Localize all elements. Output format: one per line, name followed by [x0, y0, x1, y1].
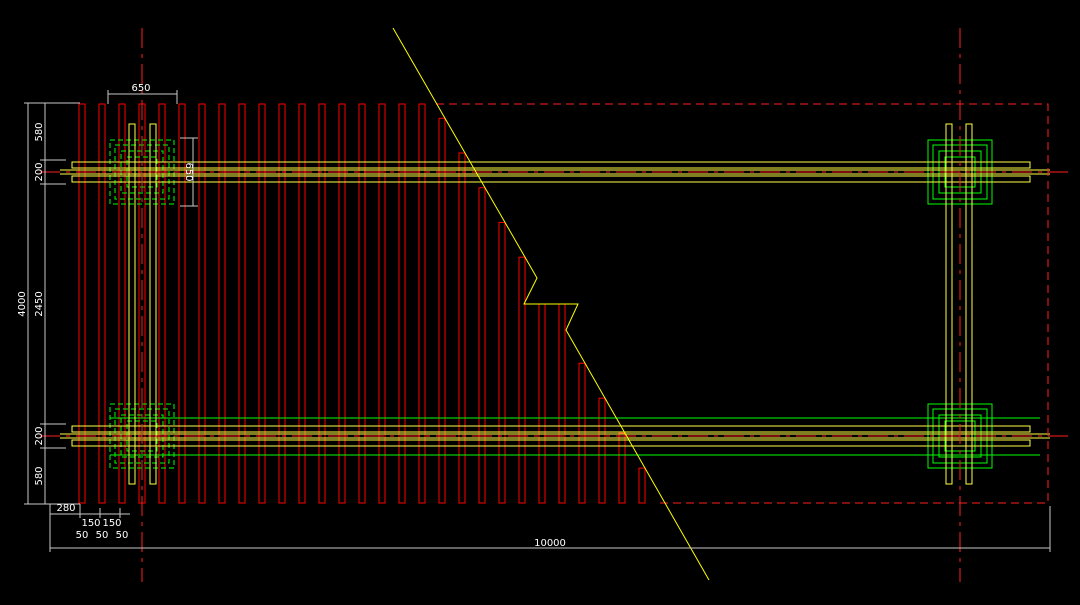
roof-slat [418, 103, 426, 504]
column-left-b [149, 123, 157, 485]
roof-slat [238, 103, 246, 504]
dim-gap-c: 50 [116, 530, 129, 541]
roof-slat [178, 103, 186, 504]
roof-slat [558, 303, 566, 504]
roof-slat [518, 256, 526, 504]
roof-slat [498, 221, 506, 504]
bottom-beam [71, 425, 1031, 433]
dim-left-middle: 2450 [34, 291, 45, 316]
dim-overall-height: 4000 [17, 291, 28, 316]
dim-footing-height: 650 [183, 162, 194, 181]
roof-slat [78, 103, 86, 504]
roof-slat [318, 103, 326, 504]
roof-slat [438, 117, 446, 504]
column-right-b [965, 123, 973, 485]
roof-slat [198, 103, 206, 504]
top-beam [71, 161, 1031, 169]
axis-lines [40, 28, 1072, 582]
roof-slat [598, 397, 606, 504]
dim-gap-a: 50 [76, 530, 89, 541]
dim-overall-width: 10000 [534, 538, 566, 549]
roof-slat [158, 103, 166, 504]
dim-slat-b: 150 [102, 518, 121, 529]
roof-slat [378, 103, 386, 504]
dim-left-top-offset: 580 [34, 122, 45, 141]
column-left-a [128, 123, 136, 485]
top-beam [71, 175, 1031, 183]
dim-left-bottom-offset: 580 [34, 466, 45, 485]
roof-slat [338, 103, 346, 504]
dim-top-width: 650 [131, 83, 150, 94]
roof-slat [618, 432, 626, 504]
dimension-labels: 650 650 580 200 2450 200 580 4000 280 15… [17, 83, 566, 549]
roof-slat [218, 103, 226, 504]
dim-left-beam-top: 200 [34, 162, 45, 181]
roof-slat [298, 103, 306, 504]
dim-bottom-offset: 280 [56, 503, 75, 514]
dim-slat-a: 150 [81, 518, 100, 529]
roof-slat [278, 103, 286, 504]
roof-slat [458, 152, 466, 504]
boundary-dashed [436, 103, 1049, 504]
break-line [392, 27, 710, 581]
column-right-a [945, 123, 953, 485]
roof-slat [358, 103, 366, 504]
bottom-beam [71, 439, 1031, 447]
main-beams [60, 161, 1050, 447]
roof-slat [118, 103, 126, 504]
roof-slat [478, 187, 486, 504]
roof-slat [398, 103, 406, 504]
dimension-lines [24, 90, 1051, 552]
dim-gap-b: 50 [96, 530, 109, 541]
roof-slat [538, 303, 546, 504]
columns [128, 123, 973, 485]
dim-left-beam-bottom: 200 [34, 426, 45, 445]
roof-slat [98, 103, 106, 504]
roof-slat [578, 362, 586, 504]
roof-slat [258, 103, 266, 504]
roof-slat [638, 467, 646, 504]
